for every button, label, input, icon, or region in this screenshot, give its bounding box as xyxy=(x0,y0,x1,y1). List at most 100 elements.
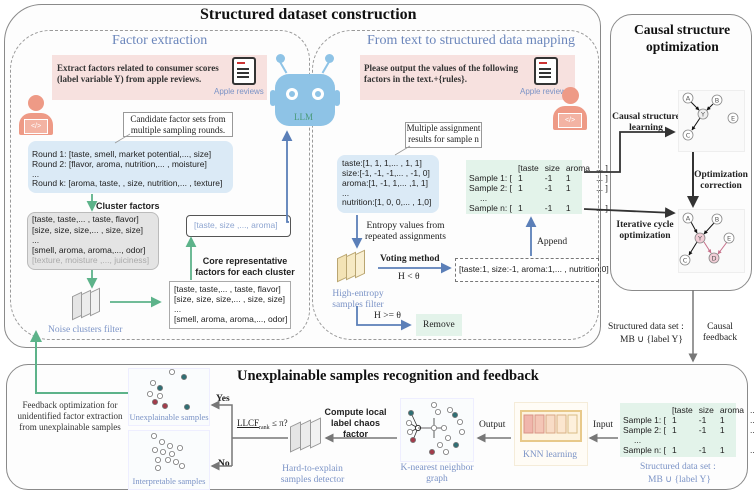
interpretable-samples-label: Interpretable samples xyxy=(132,476,206,486)
arrow-iterative xyxy=(583,207,676,218)
causal-learning-label: Causal structure learning xyxy=(612,112,680,133)
mapping-prompt-text: Please output the values of the followin… xyxy=(364,63,518,84)
knn-bar xyxy=(556,414,567,434)
sample-dot xyxy=(146,390,153,397)
cell: ... ] xyxy=(596,203,608,213)
filtered-cluster-4: [smell, aroma, aroma,..., odor] xyxy=(174,314,288,324)
causal-node-a-label: A xyxy=(686,215,691,223)
clusters-box xyxy=(27,212,159,270)
knn-learning-label: KNN learning xyxy=(522,450,578,460)
causal-node-c-label: C xyxy=(683,257,688,265)
cell: 1 xyxy=(719,415,725,425)
cell: -1 xyxy=(698,425,707,435)
assignment-aroma: aroma:[1, -1, 1,... ,1, 1] xyxy=(342,178,428,188)
sample-dot xyxy=(151,446,158,453)
assignment-note: Multiple assignment results for sample n xyxy=(405,122,482,148)
causal-node-y xyxy=(697,108,709,120)
round-ellipsis: ... xyxy=(32,169,40,179)
core-factors-label: Core representative factors for each clu… xyxy=(195,256,295,277)
arrow-feedback-loop xyxy=(30,330,128,394)
edge-y-d xyxy=(703,241,712,254)
candidate-note: Candidate factor sets from multiple samp… xyxy=(123,112,233,137)
structured-title: Structured dataset construction xyxy=(200,6,417,23)
yes-label: Yes xyxy=(216,394,230,404)
core-set-box xyxy=(186,215,291,237)
sample-dot xyxy=(151,398,158,405)
round-1: Round 1: [taste, smell, market potential… xyxy=(32,149,212,159)
edge-a-y xyxy=(690,221,698,234)
causal-node-e-label: E xyxy=(731,115,735,123)
edge-e-d xyxy=(717,241,728,255)
document-icon xyxy=(232,57,256,85)
knn-dot xyxy=(434,408,441,415)
causal-node-y-label: Y xyxy=(697,235,702,243)
causal-node-c xyxy=(682,129,694,141)
causal-title-line2: optimization xyxy=(646,39,719,54)
causal-node-d-label: D xyxy=(711,255,716,263)
edge-a-y xyxy=(690,101,700,111)
cluster-4: [smell, aroma, aroma,..., odor] xyxy=(32,245,146,255)
sample-dot xyxy=(161,402,168,409)
cell: -1 xyxy=(698,445,707,455)
assignment-size: size:[-1, -1, -1,... , -1, 0] xyxy=(342,168,430,178)
llcf-rest: ≤ π? xyxy=(269,418,288,428)
row-label: Sample n: [ xyxy=(469,203,512,213)
high-entropy-filter-label: High-entropy samples filter xyxy=(332,289,384,310)
matrix-row: ... xyxy=(620,435,755,445)
cell: 1 xyxy=(565,183,571,193)
causal-node-e xyxy=(723,232,735,244)
knn-bar xyxy=(545,414,556,434)
matrix-col: ... ] xyxy=(596,163,608,173)
remove-box xyxy=(416,314,462,336)
entropy-label: Entropy values from repeated assignments xyxy=(365,221,446,242)
no-label: No xyxy=(218,459,230,469)
cell: 1 xyxy=(719,445,725,455)
unexplainable-title: Unexplainable samples recognition and fe… xyxy=(237,368,539,384)
causal-node-e xyxy=(727,112,739,124)
llm-label: LLM xyxy=(294,112,313,122)
knn-dot xyxy=(456,418,463,425)
cluster-ellipsis: ... xyxy=(32,235,40,245)
structured-matrix-box xyxy=(466,160,582,214)
factor-extraction-region xyxy=(10,30,310,340)
causal-node-a xyxy=(682,92,694,104)
sample-dot xyxy=(149,379,156,386)
round-k: Round k: [aroma, taste, , size, nutritio… xyxy=(32,178,223,188)
remove-label: Remove xyxy=(423,320,455,330)
matrix-col: aroma xyxy=(565,163,591,173)
causal-node-b xyxy=(711,94,723,106)
causal-node-b xyxy=(711,213,723,225)
causal-feedback-label: Causal feedback xyxy=(702,322,738,343)
row-label: Sample 2: [ xyxy=(623,425,666,435)
noise-cluster: [texture, moisture ,..., juiciness] xyxy=(32,255,150,265)
sample-dot xyxy=(159,448,166,455)
callout-line xyxy=(114,133,131,144)
edge-b-y xyxy=(706,103,714,111)
callout-line xyxy=(394,145,411,156)
cell: 1 xyxy=(672,425,677,435)
row-label: ... xyxy=(480,193,488,203)
sample-dot xyxy=(168,450,175,457)
condition-high: H >= θ xyxy=(374,311,401,321)
knn-bar xyxy=(523,414,534,434)
mapping-title: From text to structured data mapping xyxy=(367,33,576,48)
arrow-yes xyxy=(210,400,233,466)
knn-dot xyxy=(428,448,435,455)
core-set: [taste, size ,..., aroma] xyxy=(194,220,278,230)
knn-graph-panel xyxy=(400,398,474,462)
cluster-1: [taste, taste,... , taste, flavor] xyxy=(32,214,139,224)
user-coder-icon: </> xyxy=(16,95,56,137)
knn-bar xyxy=(567,414,578,434)
matrix-col: size xyxy=(698,405,714,415)
dataset-label-causal-1: Structured data set : xyxy=(608,322,684,332)
causal-node-b-label: B xyxy=(715,97,719,105)
feedback-matrix-box xyxy=(620,403,736,457)
llcf-text: LLCF xyxy=(237,418,260,428)
mapping-region xyxy=(312,30,599,340)
voting-method-label: Voting method xyxy=(380,254,440,264)
